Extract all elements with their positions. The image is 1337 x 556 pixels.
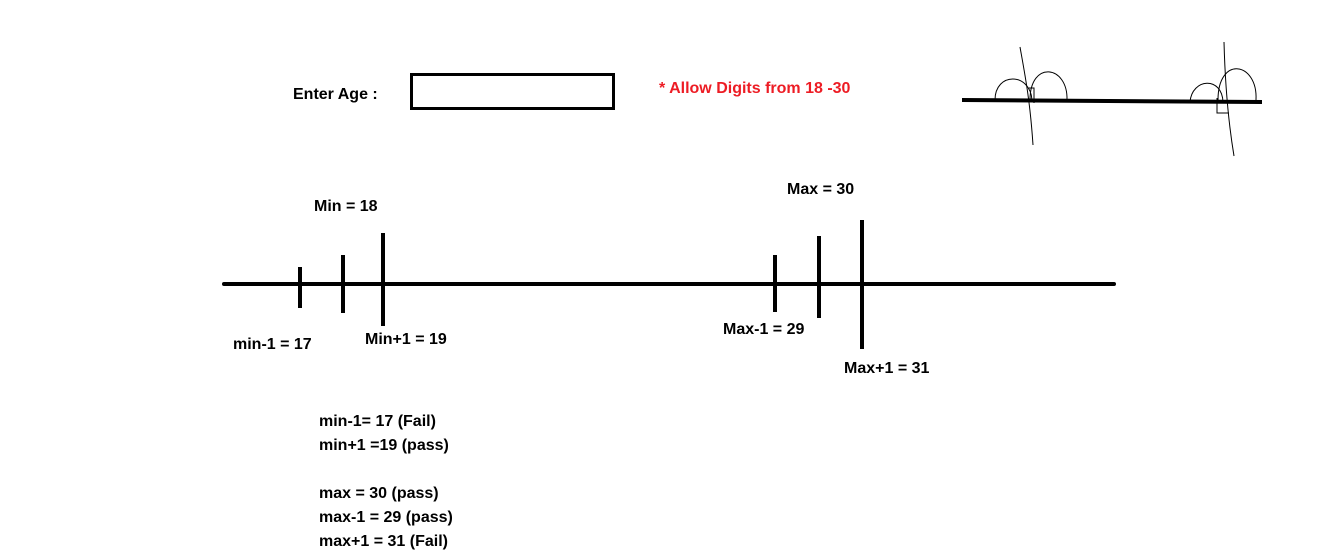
result-min-plus-1: min+1 =19 (pass)	[319, 437, 449, 454]
max-label: Max = 30	[787, 181, 855, 198]
min-label: Min = 18	[314, 198, 378, 215]
min-plus-1-label: Min+1 = 19	[365, 331, 447, 348]
result-spacer	[319, 458, 453, 482]
max-plus-1-label: Max+1 = 31	[844, 360, 930, 377]
result-min-minus-1: min-1= 17 (Fail)	[319, 413, 436, 430]
result-max-plus-1: max+1 = 31 (Fail)	[319, 533, 448, 550]
max-minus-1-label: Max-1 = 29	[723, 321, 805, 338]
age-label: Enter Age :	[293, 86, 378, 103]
freehand-sketch	[961, 41, 1263, 157]
age-input[interactable]	[410, 73, 615, 110]
min-minus-1-label: min-1 = 17	[233, 336, 312, 353]
results-list: min-1= 17 (Fail) min+1 =19 (pass) max = …	[319, 410, 453, 554]
allow-digits-note: * Allow Digits from 18 -30	[659, 80, 851, 97]
result-max-minus-1: max-1 = 29 (pass)	[319, 509, 453, 526]
result-max: max = 30 (pass)	[319, 485, 439, 502]
